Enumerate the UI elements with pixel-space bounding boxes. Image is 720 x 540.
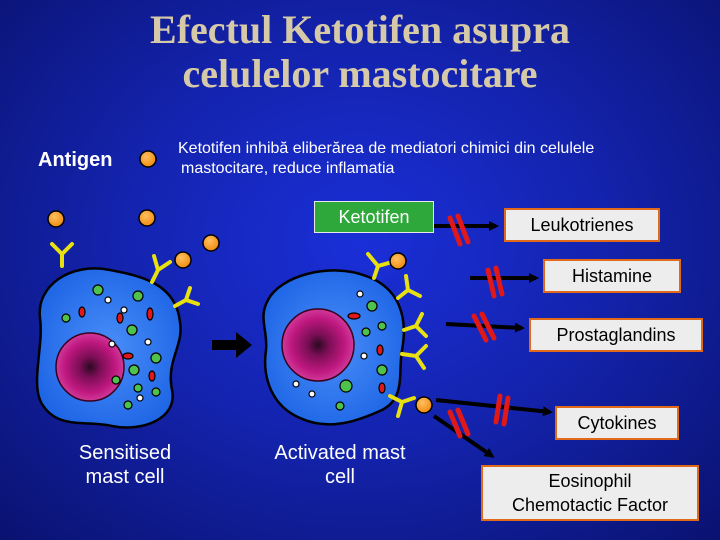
granule [128, 364, 140, 376]
eosinophil-line-2: Chemotactic Factor [511, 495, 669, 515]
sensitised-line-2: mast cell [85, 466, 165, 488]
nucleus [281, 308, 355, 382]
subtitle-line-1: Ketotifen inhibă eliberărea de mediatori… [178, 140, 595, 157]
granule [104, 296, 112, 304]
receptor [402, 312, 428, 338]
inhibition-bar [479, 311, 497, 341]
receptor [396, 274, 422, 300]
granule [123, 400, 133, 410]
inhibition-bar [501, 395, 511, 427]
granule [108, 340, 116, 348]
mediator-leukotrienes: Leukotrienes [504, 208, 660, 242]
subtitle: Ketotifen inhibă eliberărea de mediatori… [178, 139, 698, 179]
granule [148, 370, 156, 382]
receptor [400, 344, 428, 370]
inhibition-bar [447, 409, 463, 439]
granule [146, 307, 154, 321]
granule [378, 382, 386, 394]
granule [339, 379, 353, 393]
sensitised-line-1: Sensitised [78, 442, 172, 464]
mediator-eosinophil-chemotactic-factor: Eosinophil Chemotactic Factor [481, 465, 699, 521]
granule [376, 344, 384, 356]
granule [136, 394, 144, 402]
granule [356, 290, 364, 298]
inhibition-bar [455, 213, 471, 245]
bound-antigen [415, 396, 433, 414]
title-line-2: celulelor mastocitare [182, 51, 538, 96]
nucleus [55, 332, 125, 402]
arrow-prostaglandins [445, 322, 525, 333]
subtitle-line-2: mastocitare, reduce inflamatia [181, 160, 395, 177]
activated-mast-cell [262, 252, 433, 426]
inhibition-bar [493, 265, 505, 297]
arrow-cytokines [435, 398, 553, 417]
granule [111, 375, 121, 385]
granule [308, 390, 316, 398]
inhibition-bar [471, 313, 489, 343]
inhibition-bar [485, 267, 497, 299]
antigen-particle [174, 251, 192, 269]
granule [78, 306, 86, 318]
activated-line-2: cell [324, 466, 355, 488]
antigen-label: Antigen [38, 149, 113, 171]
inhibition-bar [493, 393, 503, 425]
receptor [173, 286, 200, 308]
granule [122, 352, 134, 360]
mediator-prostaglandins: Prostaglandins [529, 318, 703, 352]
antigen-particle [47, 210, 65, 228]
title-line-1: Efectul Ketotifen asupra [150, 7, 570, 52]
arrow-eosinophil [432, 414, 495, 458]
granule [151, 387, 161, 397]
receptor [50, 242, 74, 268]
granules [61, 284, 162, 410]
granule [92, 284, 104, 296]
granule [133, 383, 143, 393]
receptor [388, 394, 416, 418]
granule [150, 352, 162, 364]
mediator-cytokines: Cytokines [555, 406, 679, 440]
granule [144, 338, 152, 346]
granule [120, 306, 128, 314]
receptors [50, 242, 200, 308]
receptor [150, 254, 172, 284]
antigen-particle [139, 150, 157, 168]
granule [360, 352, 368, 360]
bound-antigens [389, 252, 433, 414]
granule [347, 312, 361, 320]
bound-antigen [389, 252, 407, 270]
antigen-particles [47, 150, 220, 269]
antigen-particle [202, 234, 220, 252]
transition-arrow [212, 332, 252, 358]
granule [377, 321, 387, 331]
granule [376, 364, 388, 376]
inhibition-bar [455, 407, 471, 437]
granule [126, 324, 138, 336]
inhibition-bars [447, 213, 511, 439]
granule [361, 327, 371, 337]
receptors [366, 252, 428, 418]
activated-mast-cell-label: Activated mast cell [250, 441, 430, 489]
sensitised-mast-cell-label: Sensitised mast cell [40, 441, 210, 489]
granule [116, 312, 124, 324]
granule [61, 313, 71, 323]
granule [335, 401, 345, 411]
mediator-arrows [432, 221, 553, 458]
granule [366, 300, 378, 312]
inhibition-bar [447, 215, 463, 247]
ketotifen-box: Ketotifen [314, 201, 434, 233]
receptor [366, 252, 394, 280]
activated-line-1: Activated mast [274, 442, 406, 464]
sensitised-mast-cell [35, 242, 200, 429]
eosinophil-line-1: Eosinophil [548, 471, 632, 491]
antigen-particle [138, 209, 156, 227]
granule [132, 290, 144, 302]
mediator-histamine: Histamine [543, 259, 681, 293]
granule [292, 380, 300, 388]
granules [292, 290, 388, 411]
slide-title: Efectul Ketotifen asupra celulelor masto… [0, 8, 720, 96]
